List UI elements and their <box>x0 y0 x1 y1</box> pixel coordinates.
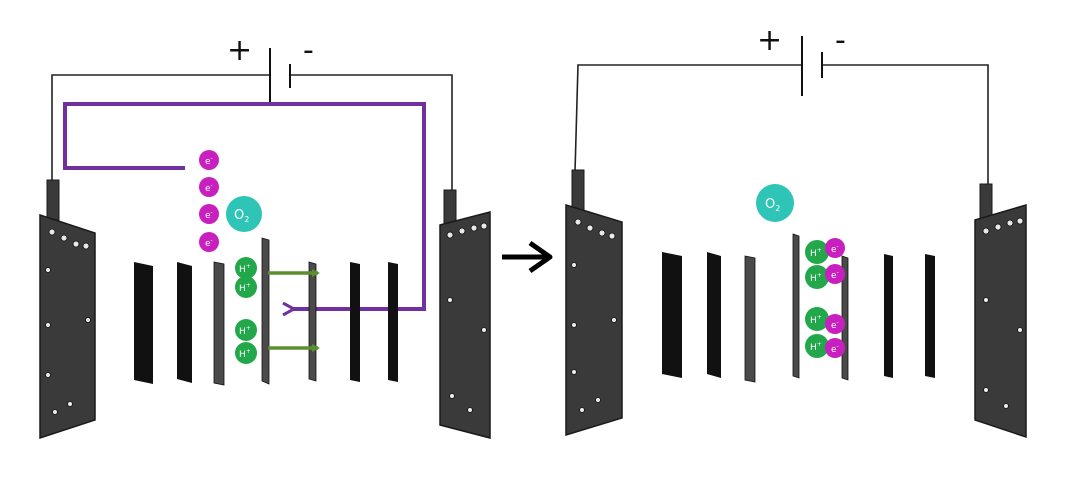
proton: H+ <box>235 342 257 364</box>
electron: e- <box>825 238 845 258</box>
svg-text:H+: H+ <box>810 247 822 259</box>
gas-diffusion-layer <box>662 252 682 378</box>
electron: e- <box>825 338 845 358</box>
battery-icon: + - <box>757 23 846 96</box>
right-end-plate <box>439 189 491 439</box>
svg-text:H+: H+ <box>239 325 251 337</box>
battery-icon: + - <box>227 33 314 102</box>
svg-text:e-: e- <box>205 209 213 221</box>
cathode-plate <box>350 262 360 382</box>
cathode-gdl <box>925 254 935 378</box>
electron: e- <box>199 150 219 170</box>
cathode-gdl <box>388 262 398 382</box>
left-circuit-wire <box>51 74 453 190</box>
gas-diffusion-layer <box>134 262 153 384</box>
svg-text:H+: H+ <box>239 263 251 275</box>
svg-text:e-: e- <box>205 237 213 249</box>
svg-text:H+: H+ <box>239 348 251 360</box>
svg-text:e-: e- <box>831 243 839 255</box>
proton: H+ <box>235 276 257 298</box>
cathode-catalyst-layer <box>308 261 317 382</box>
battery-plus-label: + <box>227 33 252 68</box>
svg-text:H+: H+ <box>810 272 822 284</box>
battery-minus-label: - <box>835 23 846 58</box>
electron: e- <box>199 232 219 252</box>
svg-text:H+: H+ <box>239 282 251 294</box>
electron-path <box>63 102 426 309</box>
proton-electron-pairs: H+ e- H+ e- H+ e- <box>805 238 845 358</box>
proton: H+ <box>805 240 829 264</box>
electron: e- <box>199 204 219 224</box>
svg-text:O2: O2 <box>234 208 249 224</box>
svg-text:O2: O2 <box>765 197 780 213</box>
right-panel: + - <box>565 23 1027 439</box>
electron: e- <box>199 177 219 197</box>
electron: e- <box>825 314 845 334</box>
battery-plus-label: + <box>757 23 782 58</box>
bipolar-plate <box>707 252 721 378</box>
transition-arrow-icon <box>502 240 553 274</box>
svg-text:e-: e- <box>831 319 839 331</box>
proton: H+ <box>235 257 257 279</box>
catalyst-layer <box>744 255 756 383</box>
proton: H+ <box>235 319 257 341</box>
electron: e- <box>825 264 845 284</box>
bipolar-plate <box>177 262 192 383</box>
svg-text:H+: H+ <box>810 314 822 326</box>
cathode-plate <box>884 254 893 378</box>
right-circuit-wire <box>574 64 989 190</box>
oxygen-molecule: O2 <box>226 196 262 232</box>
left-panel: + - <box>39 33 491 440</box>
electron-group: e- e- e- e- <box>199 150 219 252</box>
proton-group: H+ H+ H+ H+ <box>235 257 257 364</box>
proton-exchange-membrane <box>792 233 800 379</box>
battery-minus-label: - <box>303 33 314 68</box>
oxygen-molecule: O2 <box>756 184 794 222</box>
svg-text:H+: H+ <box>810 341 822 353</box>
svg-text:e-: e- <box>205 155 213 167</box>
svg-text:e-: e- <box>831 343 839 355</box>
proton-exchange-membrane <box>261 237 270 385</box>
left-end-plate <box>565 169 623 437</box>
left-end-plate <box>39 179 96 440</box>
proton: H+ <box>805 265 829 289</box>
svg-text:e-: e- <box>831 269 839 281</box>
catalyst-layer <box>213 261 225 386</box>
svg-text:e-: e- <box>205 182 213 194</box>
right-end-plate <box>974 183 1027 439</box>
proton: H+ <box>805 307 829 331</box>
proton: H+ <box>805 334 829 358</box>
